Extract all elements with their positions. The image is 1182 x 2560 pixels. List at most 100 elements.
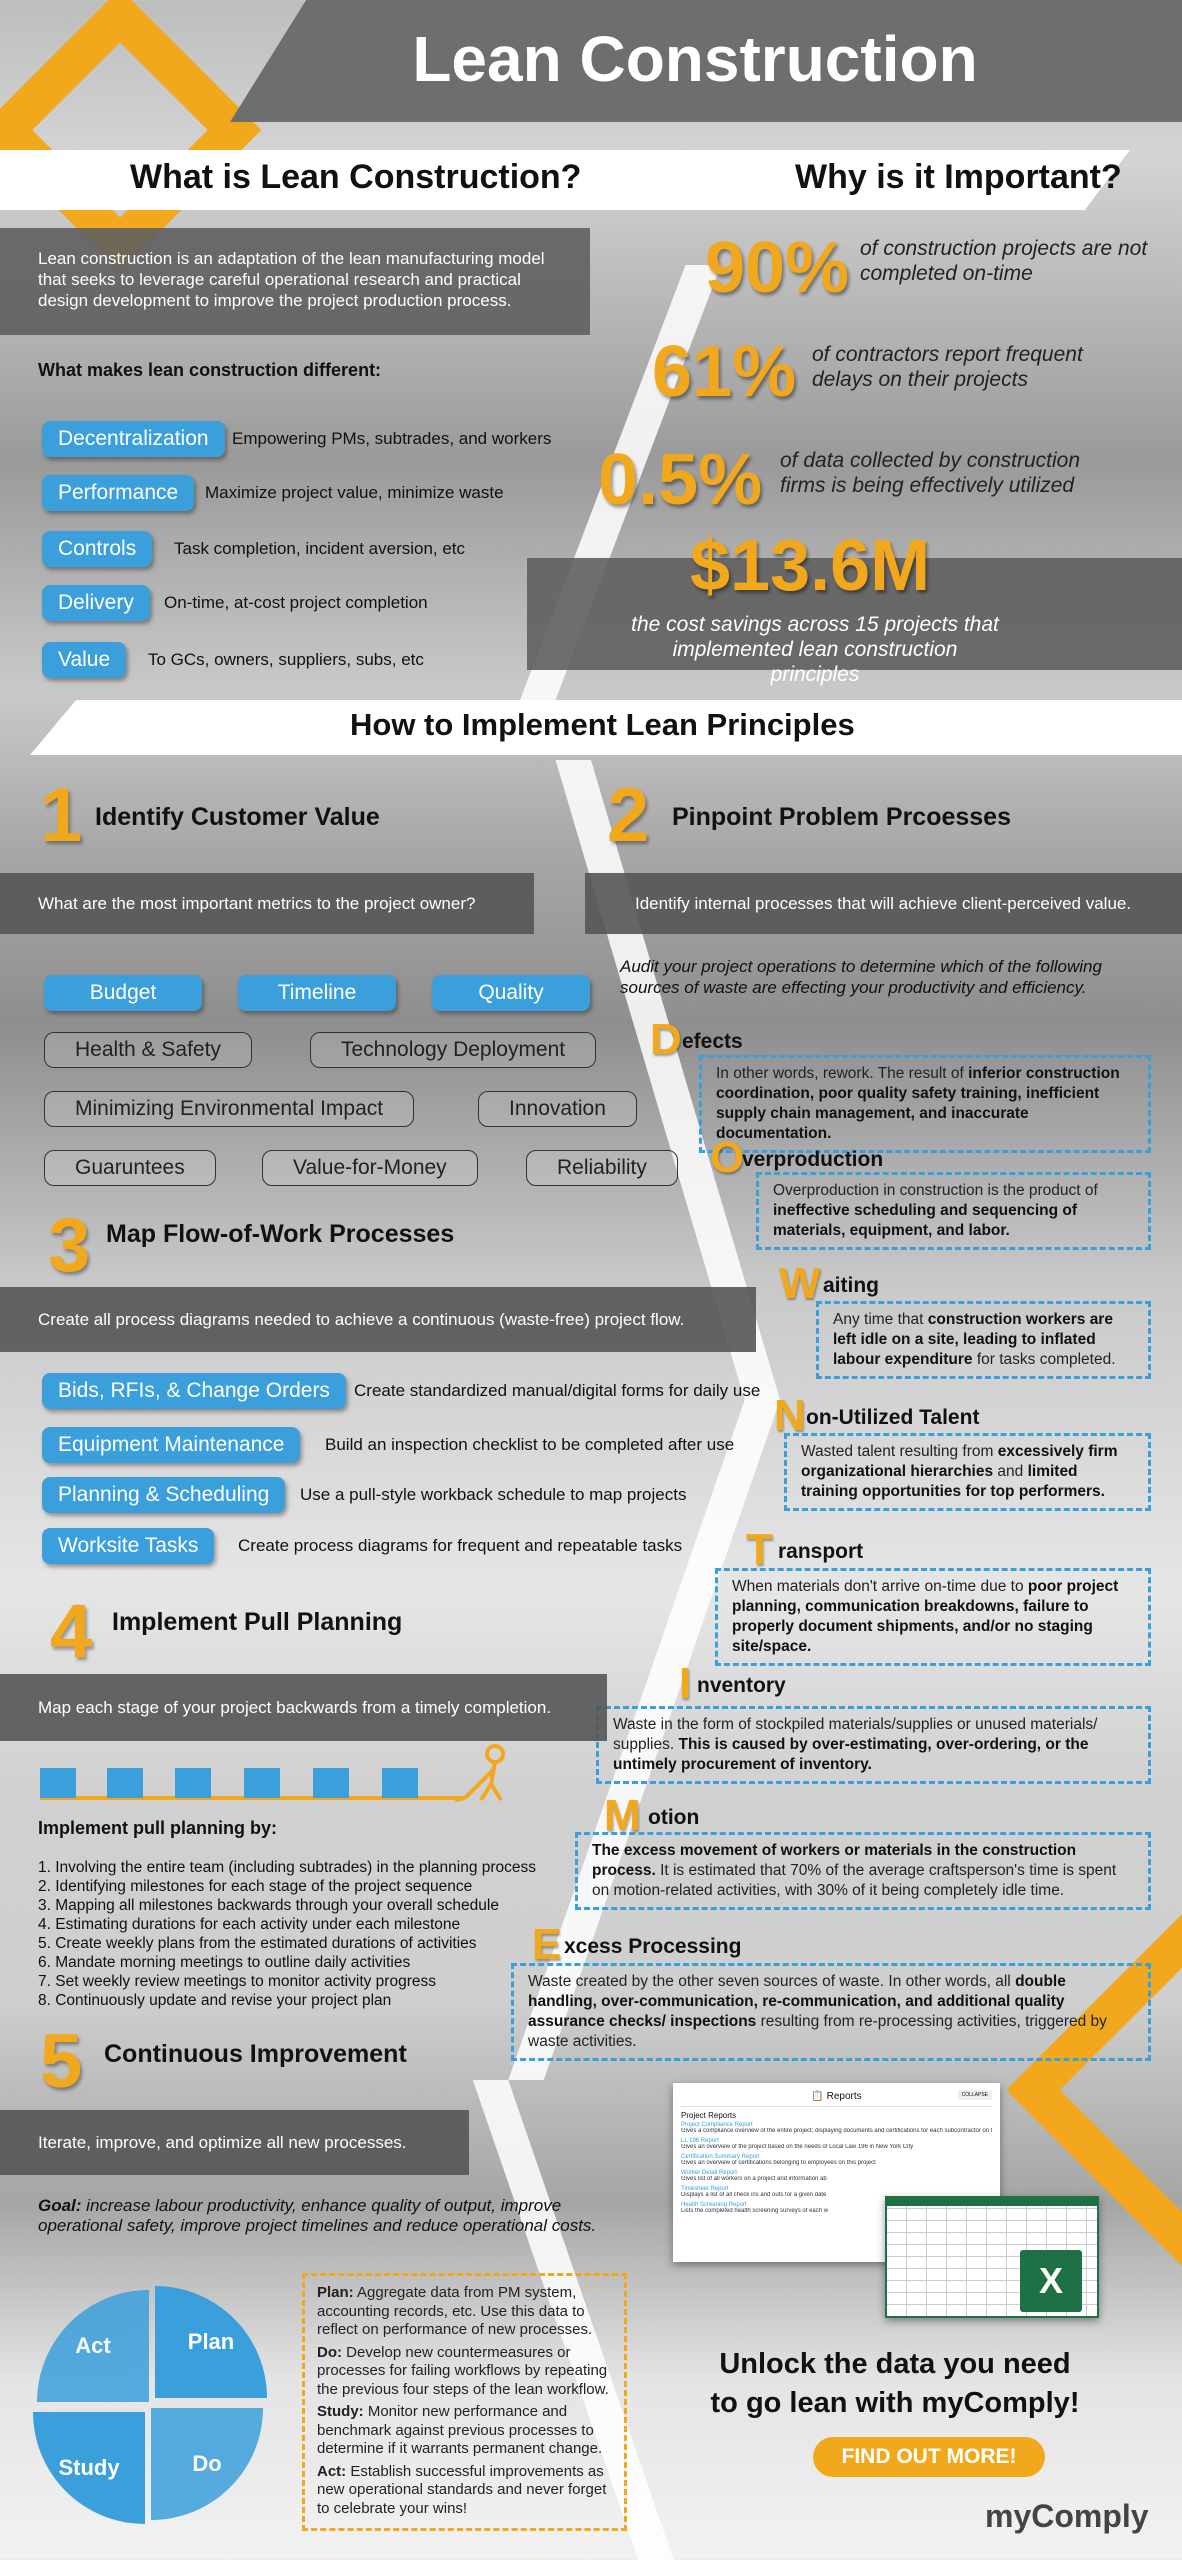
implement-heading: How to Implement Lean Principles: [350, 707, 855, 742]
report-link[interactable]: LL 196 Report: [681, 2138, 719, 2144]
process-pill: Planning & Scheduling: [42, 1477, 286, 1513]
process-description: Create standardized manual/digital forms…: [354, 1381, 761, 1400]
waste-initial-letter: N: [774, 1391, 806, 1440]
step-3-number: 3: [48, 1203, 91, 1288]
bold-text: This is caused by over-estimating, over-…: [613, 1736, 1089, 1773]
cycle-act: Act: [37, 2290, 149, 2402]
waste-heading: otion: [648, 1806, 700, 1829]
text: In other words, rework. The result of: [716, 1065, 969, 1082]
report-link[interactable]: Timesheet Report: [681, 2186, 729, 2192]
process-pill: Equipment Maintenance: [42, 1427, 301, 1463]
text: Overproduction in construction is the pr…: [773, 1182, 1098, 1199]
step-1-bar: What are the most important metrics to t…: [0, 873, 534, 934]
pdsa-detail-text: Monitor new performance and benchmark ag…: [317, 2403, 603, 2457]
report-link[interactable]: Health Screening Report: [681, 2202, 747, 2208]
pull-planning-list-item: 5. Create weekly plans from the estimate…: [38, 1935, 477, 1952]
pull-planning-subheading: Implement pull planning by:: [38, 1818, 278, 1838]
step-1-number: 1: [40, 773, 83, 858]
waste-heading: verproduction: [742, 1148, 884, 1171]
reports-screenshot: 📋 Reports COLLAPSE Project Reports Proje…: [673, 2083, 1000, 2262]
reports-title: Reports: [826, 2091, 862, 2102]
metric-pill-secondary: Value-for-Money: [262, 1150, 478, 1186]
waste-initial-letter: E: [532, 1920, 562, 1969]
step-2-number: 2: [607, 773, 650, 858]
different-subheading: What makes lean construction different:: [38, 360, 382, 380]
pdsa-detail-text: Aggregate data from PM system, accountin…: [317, 2284, 593, 2338]
waste-heading: on-Utilized Talent: [806, 1406, 980, 1429]
metric-pill-primary: Budget: [44, 975, 202, 1011]
metric-pill-secondary: Technology Deployment: [310, 1032, 597, 1068]
feature-description: Maximize project value, minimize waste: [205, 483, 504, 502]
step-3-bar: Create all process diagrams needed to ac…: [0, 1287, 756, 1352]
step-3-title: Map Flow-of-Work Processes: [106, 1220, 455, 1248]
pdsa-cycle: Act Plan Study Do: [33, 2286, 270, 2531]
pdsa-detail-label: Do:: [317, 2343, 342, 2361]
goal-text: Goal: increase labour productivity, enha…: [38, 2196, 598, 2236]
report-link[interactable]: Project Compliance Report: [681, 2122, 753, 2128]
pull-planning-list-item: 3. Mapping all milestones backwards thro…: [38, 1897, 499, 1914]
milestone-block: [107, 1768, 143, 1798]
pdsa-detail: Study: Monitor new performance and bench…: [317, 2403, 612, 2459]
find-out-more-button[interactable]: FIND OUT MORE!: [813, 2437, 1045, 2477]
feature-description: On-time, at-cost project completion: [164, 593, 428, 612]
cycle-study: Study: [33, 2412, 145, 2524]
milestone-block: [40, 1768, 76, 1798]
pdsa-detail-text: Establish successful improvements as new…: [317, 2462, 607, 2517]
step-2-title: Pinpoint Problem Prcoesses: [672, 803, 1011, 831]
bold-text: poor project planning, communication bre…: [732, 1578, 1119, 1655]
process-pill: Worksite Tasks: [42, 1528, 215, 1564]
pull-planning-list: 1. Involving the entire team (including …: [38, 1858, 536, 2010]
step-4-number: 4: [50, 1589, 93, 1674]
waste-description-box: Any time that construction workers are l…: [816, 1301, 1151, 1379]
report-description: Gives an overview of certifications belo…: [681, 2160, 876, 2166]
excel-icon: X: [1020, 2250, 1082, 2312]
goal-body: increase labour productivity, enhance qu…: [38, 2196, 597, 2235]
step-5-number: 5: [40, 2019, 83, 2104]
step-4-title: Implement Pull Planning: [112, 1608, 403, 1636]
waste-initial-letter: W: [779, 1259, 821, 1308]
metric-pill-primary: Timeline: [238, 975, 396, 1011]
waste-initial-letter: I: [679, 1659, 692, 1708]
collapse-button[interactable]: COLLAPSE: [957, 2090, 992, 2100]
waste-description-box: When materials don't arrive on-time due …: [715, 1568, 1151, 1666]
process-description: Create process diagrams for frequent and…: [238, 1536, 683, 1555]
milestone-block: [244, 1768, 280, 1798]
pull-planning-list-item: 6. Mandate morning meetings to outline d…: [38, 1954, 411, 1971]
feature-pill-delivery: Delivery: [42, 585, 150, 621]
process-description: Build an inspection checklist to be comp…: [325, 1435, 735, 1454]
pdsa-detail: Do: Develop new countermeasures or proce…: [317, 2344, 612, 2400]
pulling-figure-icon: [455, 1744, 505, 1802]
waste-description-box: Waste created by the other seven sources…: [511, 1963, 1151, 2061]
savings-box: [527, 558, 1182, 670]
report-link[interactable]: Worker Detail Report: [681, 2170, 737, 2176]
step-5-bar: Iterate, improve, and optimize all new p…: [0, 2110, 469, 2175]
text: Waste created by the other seven sources…: [528, 1973, 1016, 1990]
report-link[interactable]: Certification Summary Report: [681, 2154, 760, 2160]
waste-heading: aiting: [823, 1274, 879, 1297]
pdsa-details: Plan: Aggregate data from PM system, acc…: [302, 2273, 627, 2531]
step-4-bar: Map each stage of your project backwards…: [0, 1674, 607, 1741]
waste-heading: nventory: [697, 1674, 786, 1697]
waste-description-box: Waste in the form of stockpiled material…: [596, 1706, 1151, 1784]
report-description: Lists the completed health screening sur…: [681, 2208, 829, 2214]
pull-planning-list-item: 1. Involving the entire team (including …: [38, 1859, 537, 1876]
feature-description: Task completion, incident aversion, etc: [174, 539, 466, 558]
stat-value: $13.6M: [690, 526, 931, 606]
milestone-block: [313, 1768, 349, 1798]
stat-description: of construction projects are not complet…: [860, 237, 1148, 285]
cycle-do: Do: [151, 2408, 263, 2520]
text: When materials don't arrive on-time due …: [732, 1578, 1028, 1595]
report-description: Gives an overview of the project based o…: [681, 2144, 914, 2150]
pdsa-detail: Plan: Aggregate data from PM system, acc…: [317, 2284, 612, 2340]
text: resulting from re-processing activities,…: [528, 2013, 1107, 2050]
pdsa-detail-label: Study:: [317, 2403, 364, 2420]
metric-pill-secondary: Innovation: [478, 1091, 637, 1127]
waste-description-box: Overproduction in construction is the pr…: [756, 1172, 1151, 1250]
feature-pill-performance: Performance: [42, 475, 195, 511]
